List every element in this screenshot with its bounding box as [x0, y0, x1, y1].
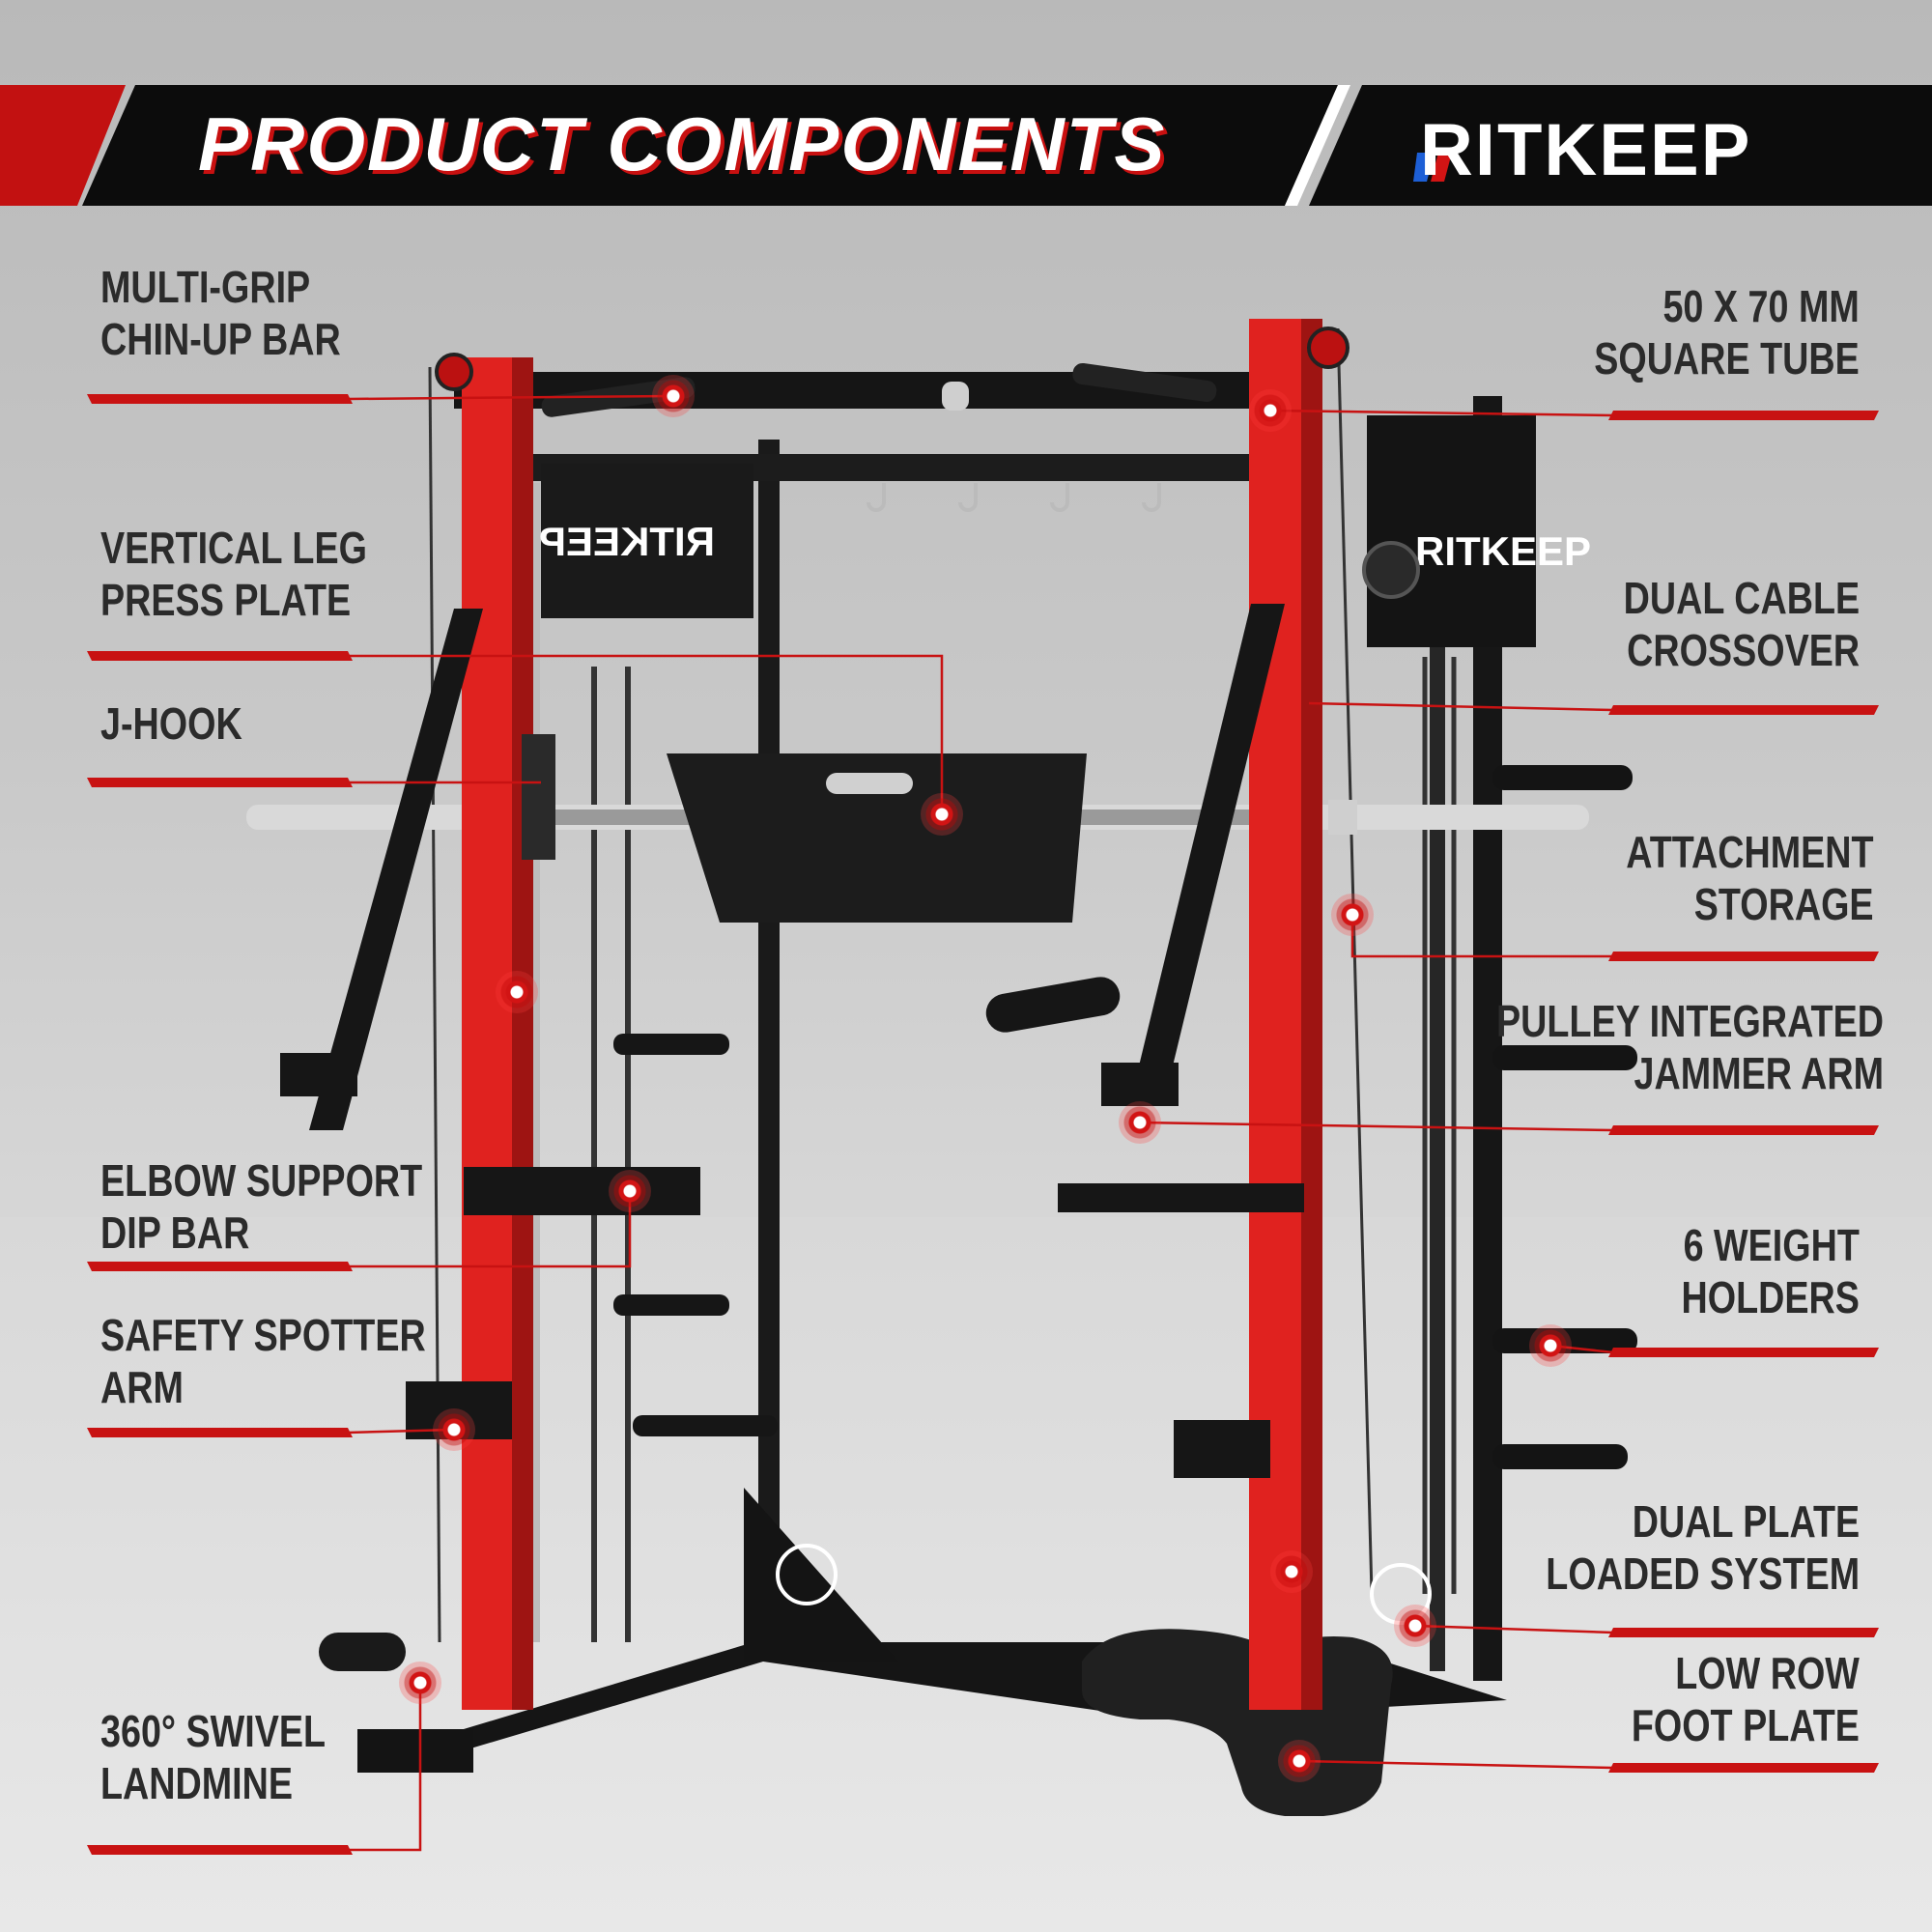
hotspot-marker-icon[interactable] — [609, 1170, 651, 1212]
brand-logo-icon — [1413, 153, 1452, 182]
hotspot-marker-icon[interactable] — [1394, 1605, 1436, 1647]
hotspot-marker-icon[interactable] — [1529, 1324, 1572, 1367]
hotspot-marker-icon[interactable] — [1331, 894, 1374, 936]
hotspot-marker-icon[interactable] — [496, 971, 538, 1013]
hotspot-marker-icon[interactable] — [433, 1408, 475, 1451]
hotspot-marker-icon[interactable] — [921, 793, 963, 836]
hotspot-marker-icon[interactable] — [1119, 1101, 1161, 1144]
r-logo-emblem-icon — [776, 1544, 838, 1605]
top-plate-brand: RITKEEP — [539, 519, 715, 564]
hotspot-marker-icon[interactable] — [399, 1662, 441, 1704]
hotspot-marker-icon[interactable] — [1249, 389, 1292, 432]
label-j-hook: J-HOOK — [100, 698, 242, 749]
brand-name: RITKEEP — [1420, 109, 1752, 191]
hotspot-marker-icon[interactable] — [1270, 1550, 1313, 1593]
cable-plate-brand: RITKEEP — [1415, 528, 1591, 574]
hotspot-marker-icon[interactable] — [652, 375, 695, 417]
header-banner — [0, 85, 1932, 206]
hotspot-marker-icon[interactable] — [1278, 1740, 1321, 1782]
page-title: PRODUCT COMPONENTS — [198, 101, 1167, 186]
